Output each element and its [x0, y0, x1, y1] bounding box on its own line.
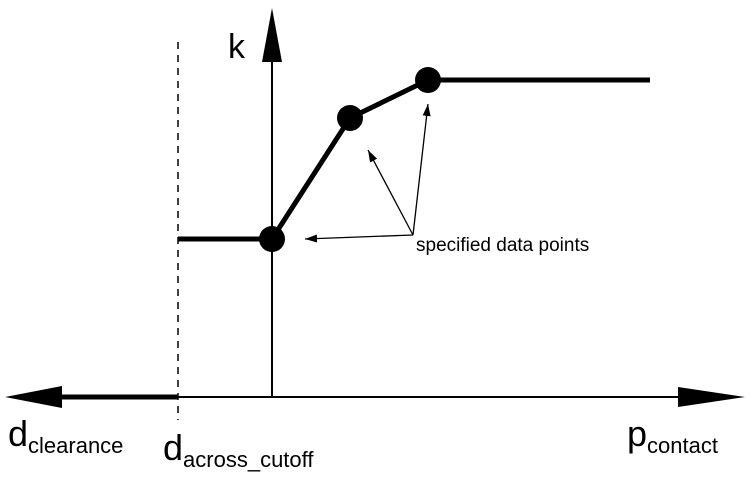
- k-axis-arrowhead: [262, 8, 282, 62]
- data-point-3: [415, 67, 441, 93]
- data-point-1: [259, 226, 285, 252]
- d-across-cutoff-label: dacross_cutoff: [163, 427, 314, 472]
- stiffness-curve: [178, 77, 650, 242]
- pointer-arrow-2: [367, 149, 414, 236]
- d-across-cutoff-main: d: [163, 427, 183, 468]
- p-axis-arrowhead: [678, 387, 745, 407]
- d-clearance-main: d: [8, 413, 28, 454]
- p-contact-subscript: contact: [647, 433, 718, 458]
- data-point-2: [337, 105, 363, 131]
- p-contact-label: pcontact: [627, 413, 718, 458]
- clearance-arrowhead: [5, 386, 62, 408]
- d-across-cutoff-subscript: across_cutoff: [183, 447, 314, 472]
- annotation-label: specified data points: [416, 235, 589, 256]
- d-clearance-subscript: clearance: [28, 433, 123, 458]
- pointer-arrow-3: [412, 103, 431, 236]
- p-contact-main: p: [627, 413, 647, 454]
- d-clearance-label: dclearance: [8, 413, 123, 458]
- k-axis-label: k: [228, 28, 246, 66]
- pointer-arrow-1: [304, 234, 414, 243]
